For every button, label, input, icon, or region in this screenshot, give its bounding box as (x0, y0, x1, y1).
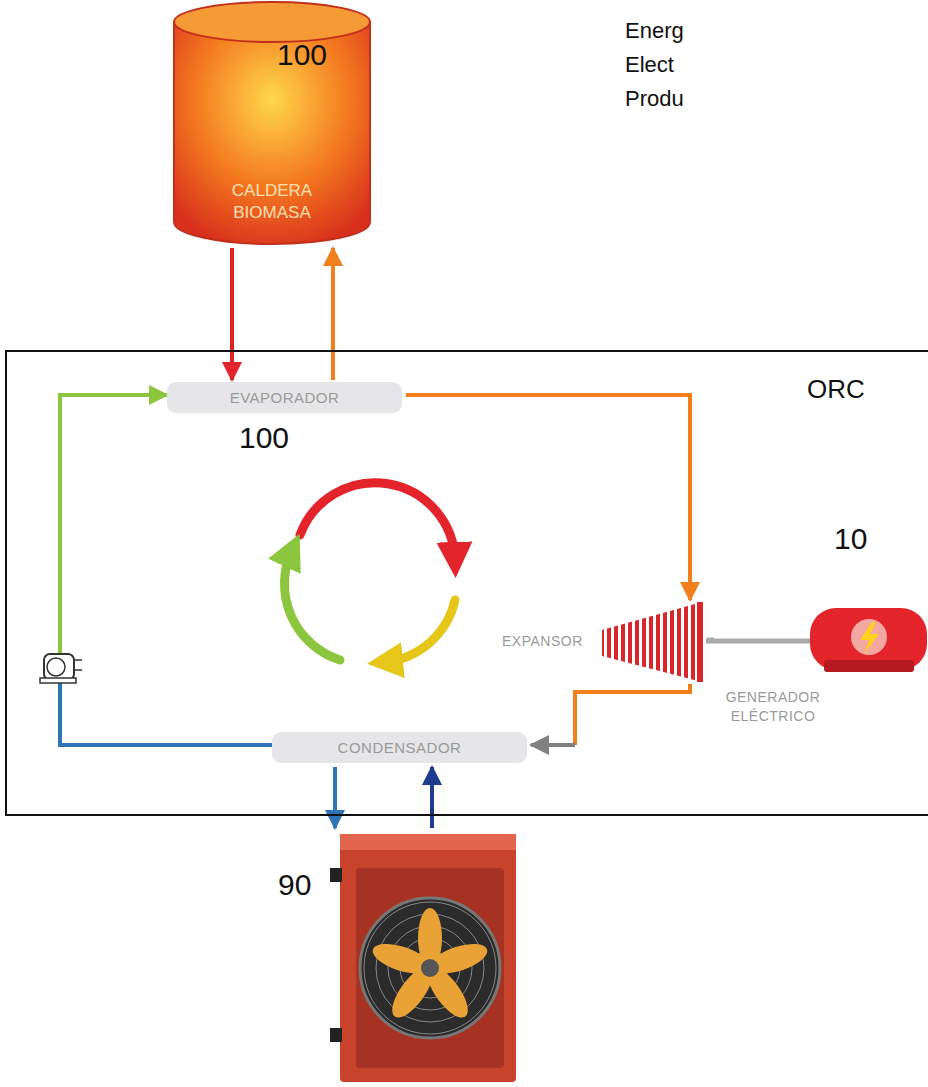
cycle-arrows (284, 483, 455, 662)
flow-connector (331, 248, 335, 380)
orc-system-box: ORC EVAPORADOR 100EXPANSOR 10GENERADOR ELÉC… (5, 350, 928, 816)
flow-connector (230, 248, 234, 380)
flow-connector (531, 684, 690, 745)
unit-heater: 90 (270, 828, 520, 1084)
header-fragment: Elect (625, 52, 674, 78)
condenser: CONDENSADOR (272, 732, 531, 767)
electric-generator: 10GENERADOR ELÉCTRICO (714, 522, 927, 747)
boiler-label: CALDERA BIOMASA (212, 180, 332, 224)
boiler-value: 100 (242, 40, 362, 70)
evaporator-value: 100 (239, 423, 289, 453)
pump-symbol (40, 654, 82, 683)
evaporator: EVAPORADOR 100 (167, 380, 406, 460)
expander-label: EXPANSOR (502, 632, 583, 651)
header-fragment: Energ (625, 18, 684, 44)
condenser-label: CONDENSADOR (272, 732, 527, 763)
evaporator-label: EVAPORADOR (167, 382, 402, 413)
generator-value: 10 (834, 524, 867, 554)
flow-connector (333, 767, 337, 828)
header-fragment: Produ (625, 86, 684, 112)
flow-connector (406, 395, 690, 600)
expander: EXPANSOR (502, 600, 707, 684)
heater-drawing (270, 828, 520, 1084)
generator-label: GENERADOR ELÉCTRICO (714, 688, 832, 726)
heater-value: 90 (278, 870, 311, 900)
boiler-cylinder: 100CALDERA BIOMASA (172, 0, 372, 248)
system-title: ORC (807, 374, 865, 405)
flow-connector (430, 767, 434, 828)
